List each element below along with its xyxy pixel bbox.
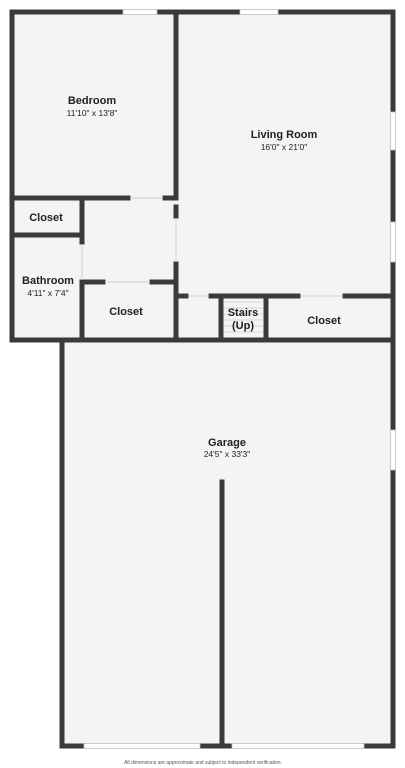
garage-floor-area [62,340,393,746]
stair-treads [224,301,263,333]
living-room-dimensions: 16'0" x 21'0" [261,142,308,152]
bathroom-dimensions: 4'11" x 7'4" [27,288,68,298]
bedroom-label: Bedroom [68,95,117,107]
living-closet-label: Closet [307,315,341,327]
window-living-right-lower [390,221,396,263]
garage-label: Garage [208,437,246,449]
stairs-label: Stairs [228,307,259,319]
bedroom-closet-label: Closet [29,212,63,224]
window-garage-right [390,429,396,471]
bathroom-label: Bathroom [22,275,74,287]
window-living-right-upper [390,111,396,151]
bedroom-dimensions: 11'10" x 13'8" [67,108,118,118]
hall-closet-label: Closet [109,306,143,318]
window-garage-bottom-left [83,743,201,749]
windows [83,9,396,749]
walls [9,9,396,749]
living-room-label: Living Room [251,129,318,141]
door-openings [81,197,343,297]
garage-dimensions: 24'5" x 33'3" [204,449,251,459]
upper-floor-area [12,12,393,340]
stairs-direction-label: (Up) [232,320,254,332]
disclaimer-text: All dimensions are approximate and subje… [124,760,282,766]
room-labels: Bedroom 11'10" x 13'8" Living Room 16'0"… [22,95,341,459]
floor-fills [12,12,393,746]
window-living-top [239,9,279,15]
window-garage-bottom-right [231,743,365,749]
window-bedroom [122,9,158,15]
